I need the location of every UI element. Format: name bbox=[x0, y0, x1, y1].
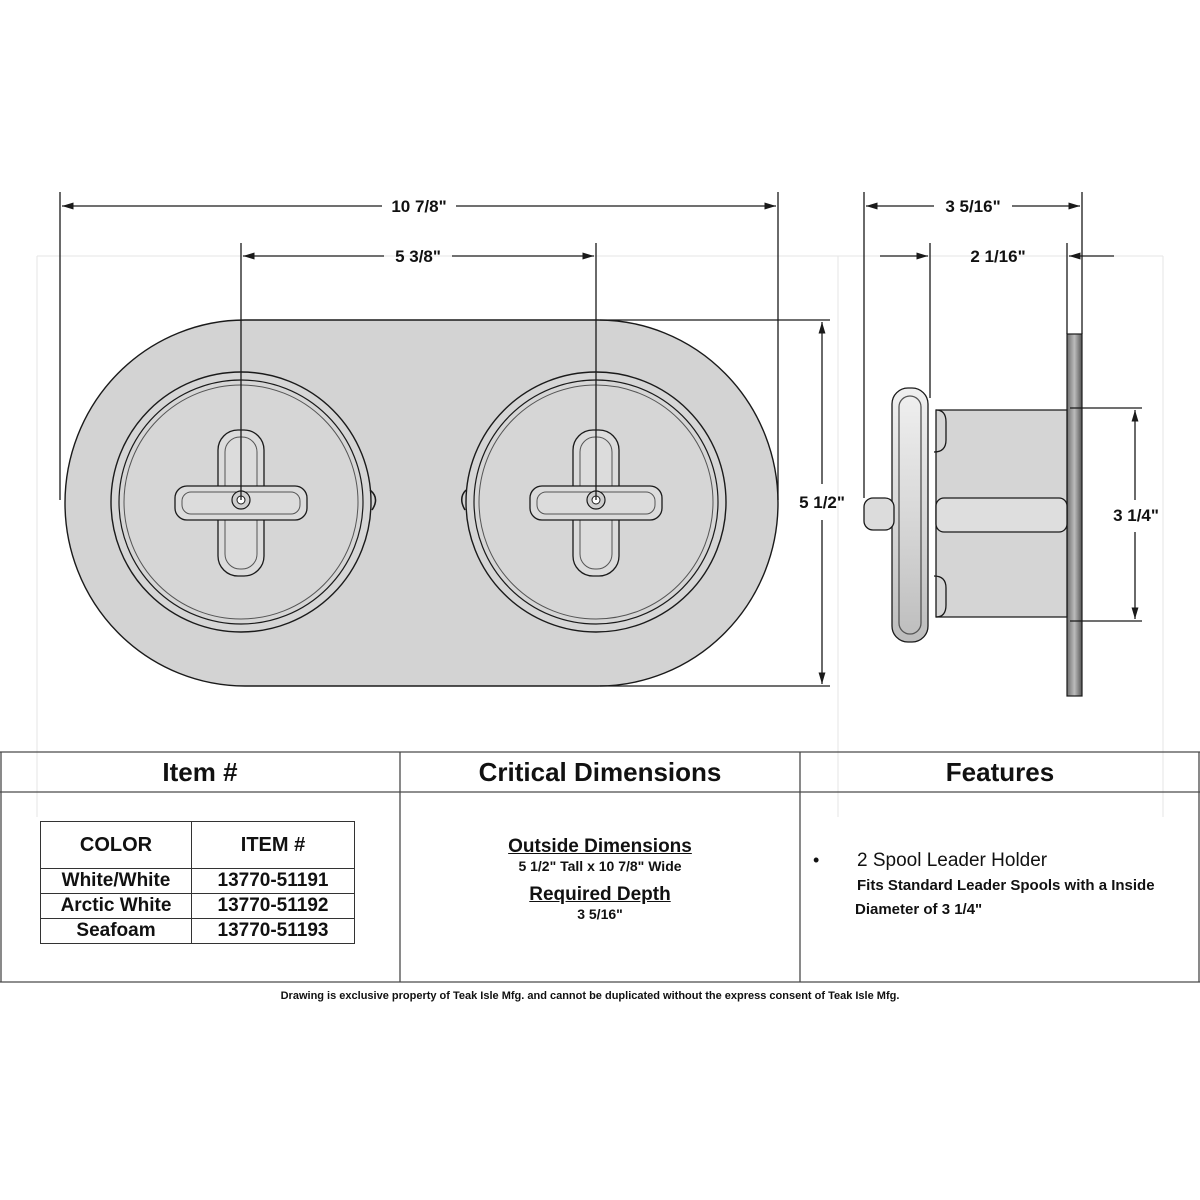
front-view: 10 7/8" 5 3/8" 5 1/2" bbox=[59, 192, 845, 687]
critical-dimensions-block: Outside Dimensions 5 1/2" Tall x 10 7/8"… bbox=[400, 836, 800, 922]
column-header-color: COLOR bbox=[40, 821, 192, 869]
cell-color: Arctic White bbox=[40, 893, 192, 919]
dim-overall-height bbox=[600, 319, 830, 687]
frame-guides bbox=[36, 255, 1164, 817]
nub-left bbox=[369, 489, 377, 511]
table-row: Seafoam 13770-51193 bbox=[40, 918, 355, 944]
title-block-lines bbox=[0, 751, 1200, 983]
cell-color: White/White bbox=[40, 868, 192, 894]
required-depth-label: Required Depth bbox=[529, 884, 671, 905]
dim-center-spacing bbox=[240, 243, 597, 500]
side-spool-disc bbox=[891, 387, 929, 643]
dim-spool-diameter bbox=[1070, 407, 1142, 622]
table-header-row: COLOR ITEM # bbox=[40, 821, 355, 869]
column-header-item: ITEM # bbox=[191, 821, 355, 869]
feature-bullet: • bbox=[813, 850, 820, 870]
required-depth-value: 3 5/16" bbox=[577, 906, 623, 922]
outside-dimensions-label: Outside Dimensions bbox=[508, 836, 692, 857]
dim-label-body-depth: 2 1/16" bbox=[970, 247, 1025, 266]
dim-overall-width bbox=[59, 192, 779, 500]
header-features: Features bbox=[945, 756, 1055, 787]
cell-color: Seafoam bbox=[40, 918, 192, 944]
outside-dimensions-value: 5 1/2" Tall x 10 7/8" Wide bbox=[518, 858, 682, 874]
table-row: Arctic White 13770-51192 bbox=[40, 893, 355, 919]
table-row: White/White 13770-51191 bbox=[40, 868, 355, 894]
dim-body-depth bbox=[880, 243, 1114, 398]
nub-right bbox=[461, 489, 467, 511]
footer-disclaimer: Drawing is exclusive property of Teak Is… bbox=[280, 990, 900, 1002]
header-critical-dimensions: Critical Dimensions bbox=[478, 756, 722, 787]
dim-label-center-spacing: 5 3/8" bbox=[395, 247, 441, 266]
side-flange bbox=[1066, 333, 1083, 697]
feature-title: 2 Spool Leader Holder bbox=[857, 850, 1048, 871]
left-spool bbox=[110, 371, 372, 633]
dim-label-overall-height: 5 1/2" bbox=[799, 493, 845, 512]
cell-item: 13770-51191 bbox=[191, 868, 355, 894]
header-item: Item # bbox=[162, 756, 238, 787]
side-knob bbox=[863, 497, 895, 531]
cell-item: 13770-51193 bbox=[191, 918, 355, 944]
color-item-table: COLOR ITEM # White/White 13770-51191 Arc… bbox=[40, 821, 355, 944]
side-body bbox=[933, 409, 1068, 618]
dim-label-depth: 3 5/16" bbox=[945, 197, 1000, 216]
feature-line-1: Fits Standard Leader Spools with a Insid… bbox=[857, 877, 1155, 894]
dim-label-overall-width: 10 7/8" bbox=[391, 197, 446, 216]
right-spool bbox=[465, 371, 727, 633]
dim-label-spool-diameter: 3 1/4" bbox=[1113, 506, 1159, 525]
cell-item: 13770-51192 bbox=[191, 893, 355, 919]
dim-depth bbox=[863, 192, 1083, 498]
side-view: 3 5/16" 2 1/16" 3 1/4" bbox=[863, 192, 1159, 697]
feature-line-2: Diameter of 3 1/4" bbox=[855, 901, 983, 918]
